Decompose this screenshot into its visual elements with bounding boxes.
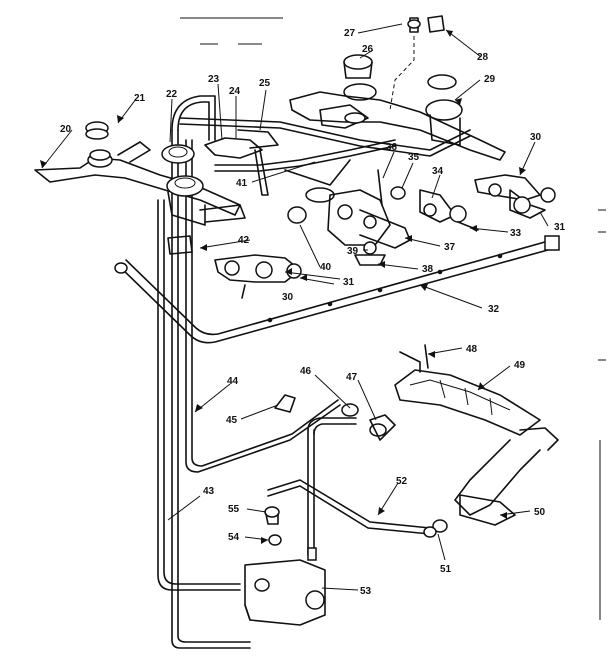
callout-55: 55 bbox=[228, 504, 240, 515]
fittings bbox=[274, 394, 448, 538]
center-valve-cluster bbox=[287, 169, 479, 266]
callout-47: 47 bbox=[346, 372, 358, 383]
callout-37: 37 bbox=[444, 242, 456, 253]
callout-22: 22 bbox=[166, 89, 178, 100]
callout-24: 24 bbox=[229, 86, 241, 97]
callout-43: 43 bbox=[203, 486, 215, 497]
callout-52: 52 bbox=[396, 476, 408, 487]
callout-50: 50 bbox=[534, 507, 546, 518]
callout-53: 53 bbox=[360, 586, 372, 597]
callout-39: 39 bbox=[347, 246, 359, 257]
callout-40: 40 bbox=[320, 262, 332, 273]
callout-35: 35 bbox=[408, 152, 420, 163]
callout-28: 28 bbox=[477, 52, 489, 63]
callout-31-left: 31 bbox=[343, 277, 355, 288]
callout-33: 33 bbox=[510, 228, 522, 239]
callout-48: 48 bbox=[466, 344, 478, 355]
gas-supply-tubes bbox=[157, 95, 431, 649]
left-burner-assembly bbox=[34, 121, 246, 255]
callout-44: 44 bbox=[227, 376, 239, 387]
callout-38: 38 bbox=[422, 264, 434, 275]
callout-36: 36 bbox=[386, 142, 398, 153]
callout-46: 46 bbox=[300, 366, 312, 377]
pressure-regulator bbox=[244, 506, 326, 626]
top-right-burner-assembly bbox=[289, 15, 506, 161]
callout-51: 51 bbox=[440, 564, 452, 575]
right-valves bbox=[474, 174, 556, 219]
callout-29: 29 bbox=[484, 74, 496, 85]
center-brackets bbox=[179, 117, 471, 203]
callout-42: 42 bbox=[238, 235, 250, 246]
broil-burner bbox=[394, 344, 559, 526]
callout-21: 21 bbox=[134, 93, 146, 104]
callout-45: 45 bbox=[226, 415, 238, 426]
header-rules bbox=[180, 17, 606, 620]
callout-54: 54 bbox=[228, 532, 240, 543]
callout-49: 49 bbox=[514, 360, 526, 371]
leader-arrowheads bbox=[40, 30, 526, 544]
callout-23: 23 bbox=[208, 74, 220, 85]
callout-30-left: 30 bbox=[282, 292, 294, 303]
manifold-pipe bbox=[114, 235, 560, 344]
callout-30-right: 30 bbox=[530, 132, 542, 143]
callout-41: 41 bbox=[236, 178, 248, 189]
callout-25: 25 bbox=[259, 78, 271, 89]
callout-31-right: 31 bbox=[554, 222, 566, 233]
callout-20: 20 bbox=[60, 124, 72, 135]
callout-26: 26 bbox=[362, 44, 374, 55]
callouts: 20 21 22 23 24 25 26 27 28 29 30 30 31 3… bbox=[60, 28, 566, 597]
callout-34: 34 bbox=[432, 166, 444, 177]
leader-lines bbox=[41, 23, 549, 591]
lower-left-valve bbox=[214, 254, 302, 299]
callout-32: 32 bbox=[488, 304, 500, 315]
callout-27: 27 bbox=[344, 28, 356, 39]
